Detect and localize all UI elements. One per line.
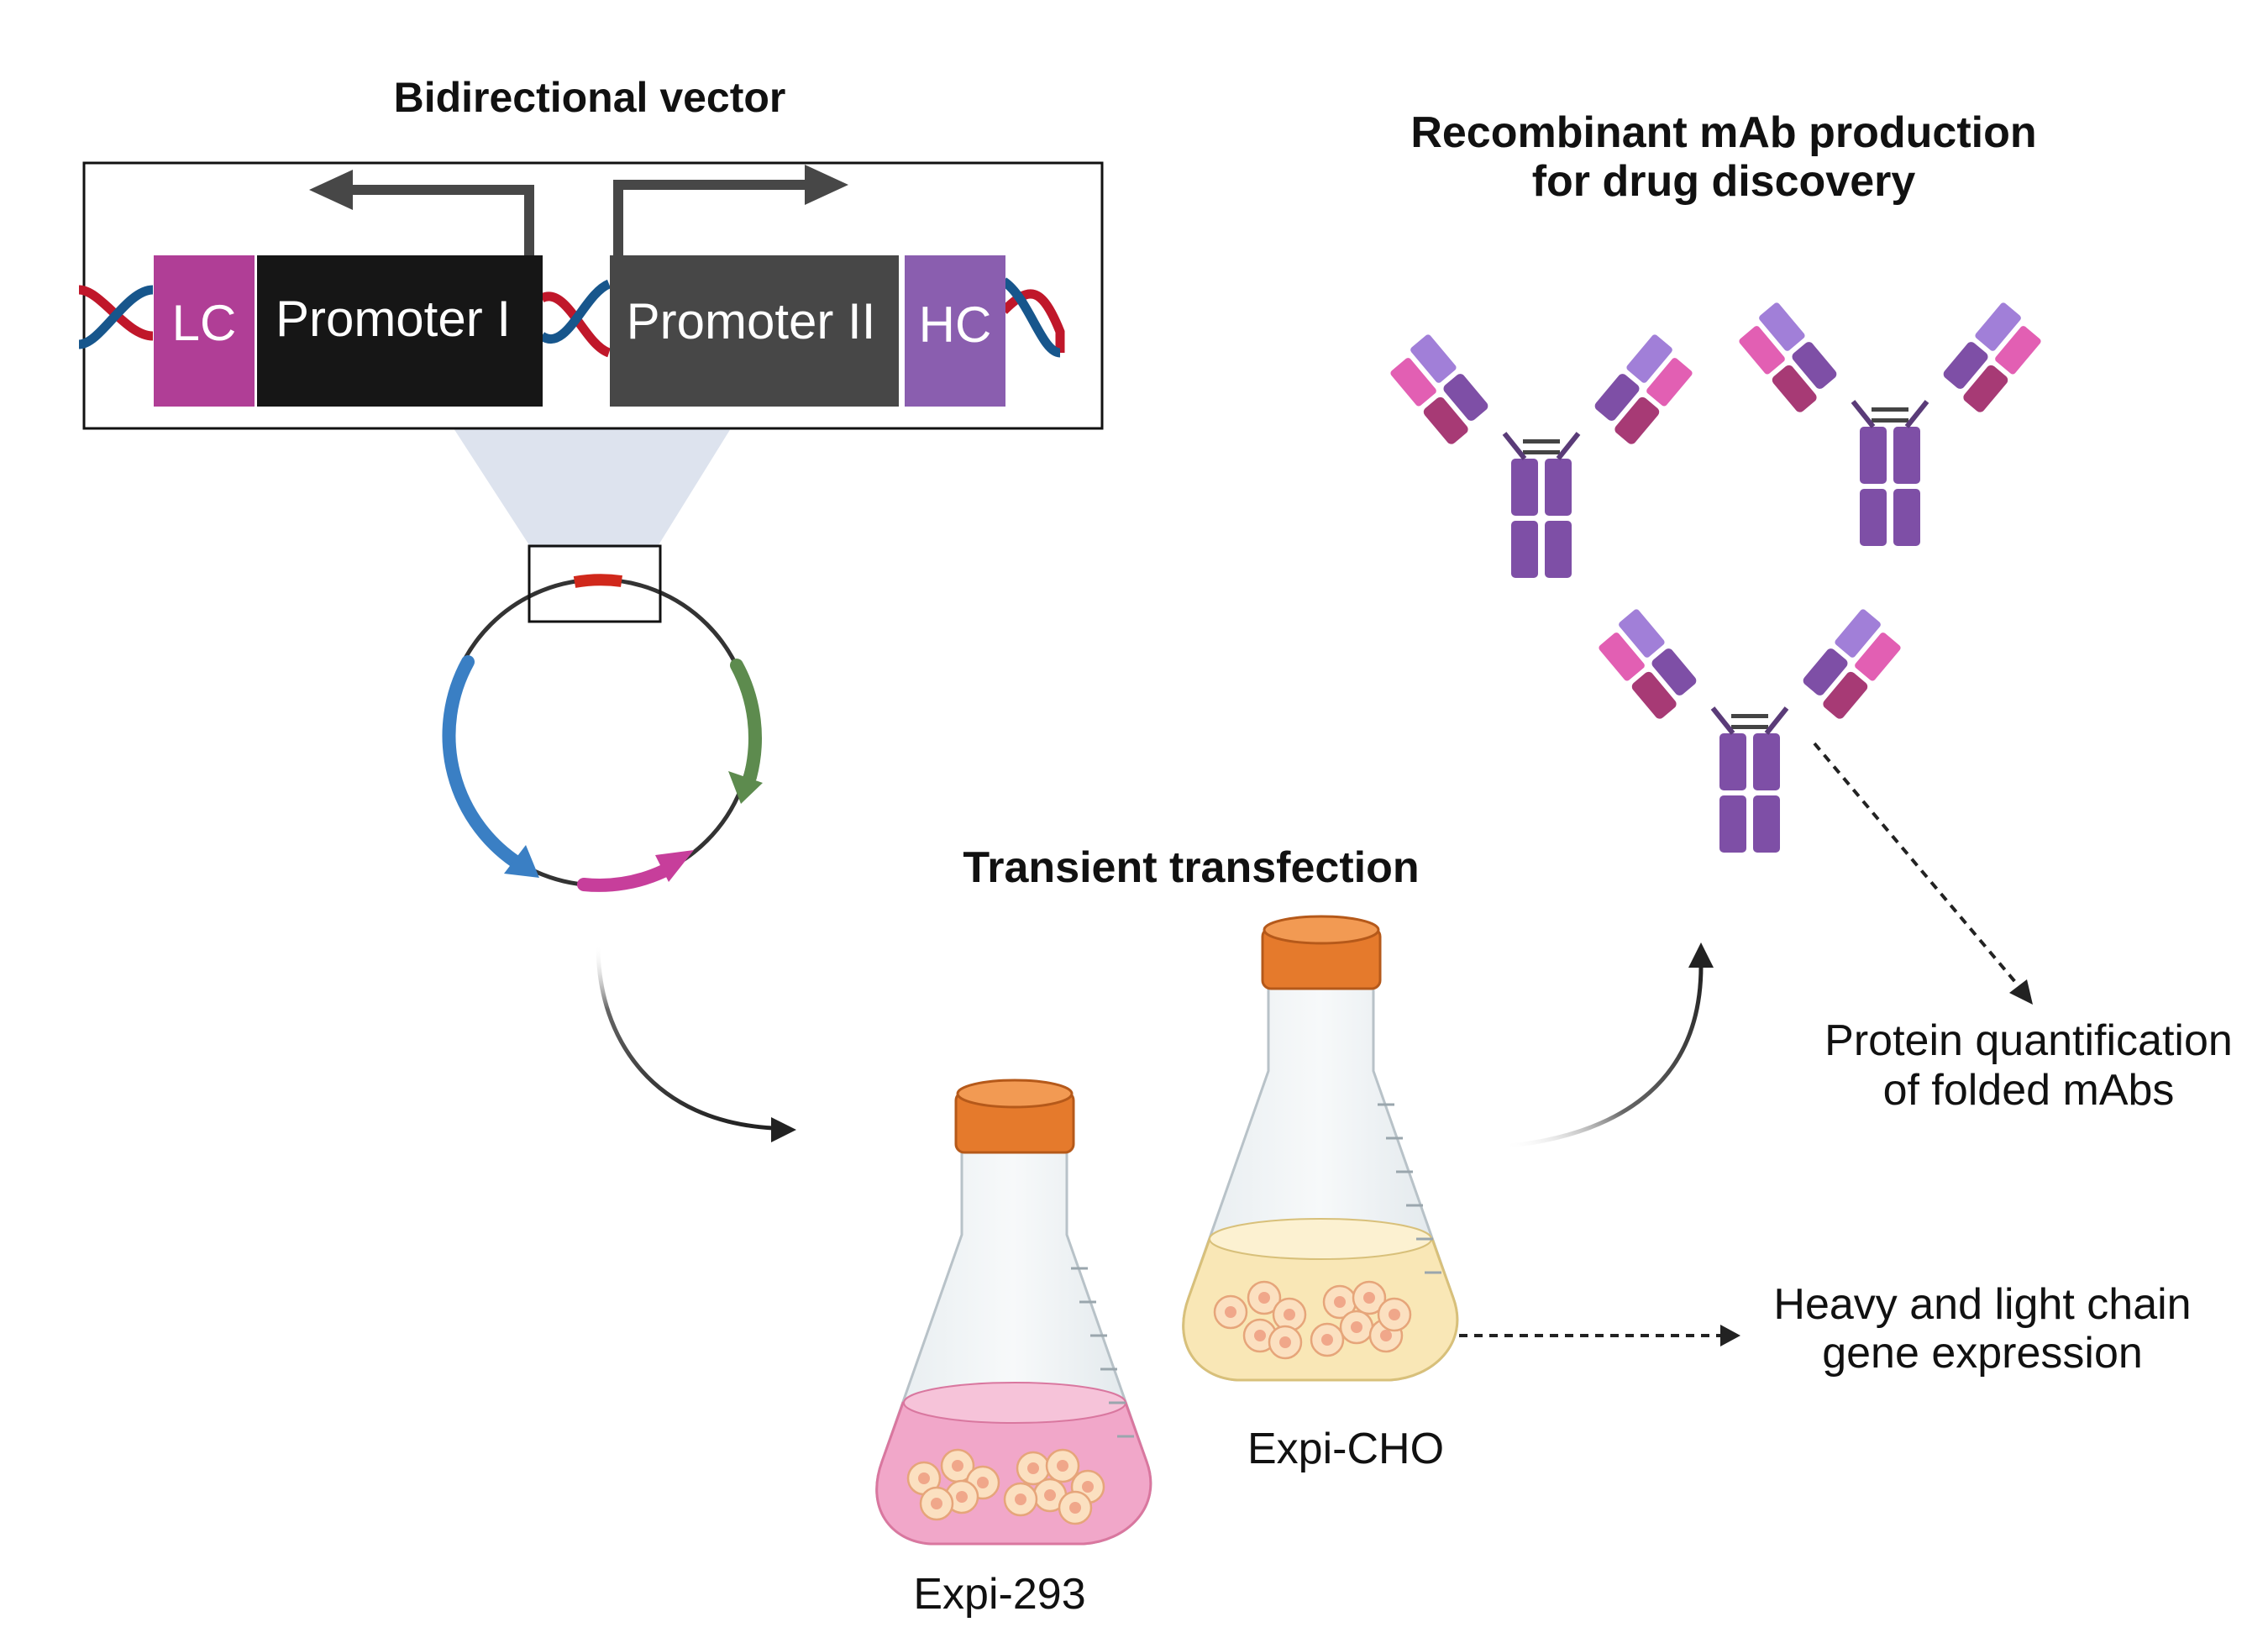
plasmid-gene-magenta-arrowhead (655, 850, 694, 882)
flask-expi-293 (875, 1079, 1152, 1546)
flask-left-cap-top (956, 1079, 1074, 1109)
expression-line1: Heavy and light chain (1773, 1280, 2191, 1329)
production-title-line2: for drug discovery (1532, 157, 1916, 206)
bidirectional-vector-map: LC Promoter I Promoter II HC (78, 161, 1104, 430)
transfection-flow-arrow (596, 944, 774, 1131)
plasmid-gene-green-arrowhead (728, 771, 763, 804)
production-flow-arrow (1503, 965, 1704, 1149)
flask-expi-cho (1182, 915, 1459, 1382)
flask-right-label: Expi-CHO (1247, 1425, 1444, 1473)
plasmid-insert-marker (573, 574, 622, 588)
promoter2-direction-arrow (613, 180, 806, 255)
transfection-flow-arrowhead (771, 1117, 796, 1142)
hc-label: HC (919, 297, 992, 353)
quantification-line1: Protein quantification (1824, 1016, 2233, 1065)
promoter2-segment (610, 255, 899, 407)
plasmid-gene-blue-arrowhead (504, 845, 539, 878)
vector-title: Bidirectional vector (394, 74, 786, 121)
quantification-arrowhead (2009, 979, 2033, 1005)
dna-strand-blue-mid (538, 279, 612, 344)
antibody-1 (1386, 333, 1697, 578)
lc-label: LC (172, 295, 237, 351)
promoter1-segment (257, 255, 543, 407)
flask-left-medium-surface (903, 1382, 1126, 1424)
expression-arrowhead (1720, 1325, 1740, 1346)
quantification-dashed-arrow (1813, 742, 2026, 995)
flask-left-label: Expi-293 (913, 1570, 1085, 1619)
expression-line2: gene expression (1822, 1329, 2143, 1378)
dna-strand-blue-right (1000, 277, 1062, 358)
promoter1-direction-arrow (353, 185, 534, 255)
promoter1-arrowhead (309, 170, 353, 210)
flask-right-graduations (1378, 1103, 1441, 1274)
dna-strand-blue-left (78, 285, 154, 349)
quantification-line2: of folded mAbs (1883, 1066, 2175, 1115)
lc-segment (154, 255, 255, 407)
plasmid-gene-blue (442, 655, 528, 872)
plasmid-gene-green (730, 659, 762, 784)
hc-segment (905, 255, 1005, 407)
production-title-line1: Recombinant mAb production (1410, 108, 2036, 157)
plasmid (442, 544, 763, 892)
promoter2-arrowhead (805, 165, 848, 205)
flask-right-medium-surface (1209, 1218, 1432, 1260)
dna-strand-red-right (1000, 289, 1065, 353)
plasmid-zoom-box (528, 544, 662, 623)
plasmid-gene-magenta (577, 864, 670, 892)
zoom-funnel (454, 428, 731, 548)
promoter2-label: Promoter II (627, 293, 876, 349)
flask-left-graduations (1071, 1267, 1134, 1438)
promoter1-label: Promoter I (276, 291, 511, 347)
transfection-title: Transient transfection (963, 843, 1419, 892)
flask-right-cap-top (1263, 915, 1380, 945)
antibody-3 (1594, 608, 1905, 853)
antibody-2 (1735, 302, 2045, 546)
production-flow-arrowhead (1688, 942, 1714, 968)
